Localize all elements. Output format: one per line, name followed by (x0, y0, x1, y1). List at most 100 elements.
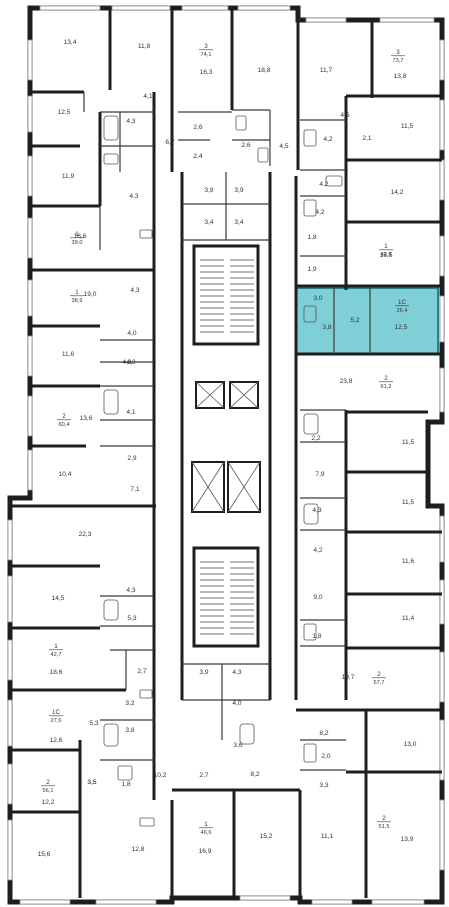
room-area-label: 3,8 (125, 727, 134, 734)
room-area-label: 5,3 (127, 615, 136, 622)
room-area-label: 12,5 (395, 324, 408, 331)
unit-badge[interactable]: 142,7 (49, 643, 63, 658)
room-area-label: 11,9 (62, 173, 75, 180)
room-area-label: 3,9 (204, 187, 213, 194)
room-area-label: 13,6 (80, 415, 93, 422)
room-area-label: 18,6 (50, 669, 63, 676)
unit-badge[interactable]: 251,5 (377, 815, 391, 830)
room-area-label: 4,3 (126, 118, 135, 125)
room-area-label: 13,0 (404, 741, 417, 748)
highlighted-apartment-1c[interactable] (295, 287, 439, 355)
room-area-label: 2,9 (127, 455, 136, 462)
partitions (83, 92, 371, 771)
room-area-label: 5,3 (89, 720, 98, 727)
unit-badge[interactable]: 373,7 (391, 49, 405, 64)
unit-area: 42,7 (51, 652, 62, 658)
room-area-label: 4,1 (126, 409, 135, 416)
room-area-label: 22,3 (79, 531, 92, 538)
room-area-label: 4,3 (130, 287, 139, 294)
unit-area: 46,6 (201, 830, 212, 836)
room-area-label: 2,4 (193, 153, 202, 160)
room-area-label: 4,2 (315, 209, 324, 216)
room-area-label: 3,9 (199, 669, 208, 676)
unit-badge[interactable]: 146,6 (199, 821, 213, 836)
room-area-label: 13,4 (64, 39, 77, 46)
unit-room-count: 1 (54, 643, 58, 650)
room-area-label: 8,2 (250, 771, 259, 778)
room-area-label: 4,3 (312, 507, 321, 514)
window-strips (7, 5, 445, 905)
room-area-label: 4,0 (127, 330, 136, 337)
unit-area: 74,1 (201, 52, 212, 58)
room-area-label: 6,7 (165, 139, 174, 146)
staircase-bottom (192, 546, 260, 648)
room-area-label: 12,6 (50, 737, 63, 744)
room-area-label: 4,2 (323, 136, 332, 143)
room-area-label: 4,2 (319, 181, 328, 188)
room-area-label: 2,7 (199, 772, 208, 779)
unit-badge[interactable]: 138,9 (70, 289, 84, 304)
room-area-label: 3,0 (313, 295, 322, 302)
room-area-label: 19,0 (84, 291, 97, 298)
room-area-label: 10,4 (59, 471, 72, 478)
room-area-label: 12,8 (132, 846, 145, 853)
room-area-label: 11,5 (402, 499, 415, 506)
unit-badge[interactable]: 1С 27,6 (49, 709, 63, 724)
room-area-label: 10,2 (154, 772, 167, 779)
stair-treads (200, 259, 254, 635)
unit-area: 51,5 (379, 824, 390, 830)
unit-badge[interactable]: 139,0 (70, 231, 84, 246)
room-area-label: 9,0 (313, 594, 322, 601)
unit-badge[interactable]: 260,4 (57, 413, 71, 428)
fixtures (103, 115, 343, 827)
unit-area: 57,7 (374, 680, 385, 686)
room-area-label: 1,8 (307, 234, 316, 241)
unit-room-count: 2 (46, 779, 50, 786)
room-area-label: 11,1 (321, 833, 334, 840)
room-area-label: 3,9 (234, 187, 243, 194)
unit-room-count: 1С (52, 709, 60, 716)
unit-area: 27,6 (51, 718, 62, 724)
unit-badge[interactable]: 1С 26,4 (395, 299, 409, 314)
unit-badge[interactable]: 142,9 (379, 243, 393, 258)
room-area-label: 1,8 (121, 781, 130, 788)
room-area-label: 4,2 (126, 359, 135, 366)
unit-badge[interactable]: 374,1 (199, 43, 213, 58)
unit-badge[interactable]: 256,1 (41, 779, 55, 794)
room-area-label: 2,0 (321, 753, 330, 760)
room-area-label: 3,4 (234, 219, 243, 226)
building-outline (7, 5, 445, 905)
room-area-label: 11,6 (62, 351, 75, 358)
room-area-label: 4,0 (232, 700, 241, 707)
room-area-label: 3,4 (204, 219, 213, 226)
room-area-label: 2,1 (362, 135, 371, 142)
room-area-label: 15,2 (260, 833, 273, 840)
unit-area: 42,9 (381, 252, 392, 258)
unit-room-count: 1С (398, 299, 406, 306)
room-area-label: 13,8 (394, 73, 407, 80)
room-area-label: 14,2 (391, 189, 404, 196)
room-area-label: 11,8 (138, 43, 151, 50)
unit-area: 26,4 (397, 308, 408, 314)
room-area-label: 4,5 (340, 112, 349, 119)
room-area-label: 7,1 (130, 486, 139, 493)
building-core (180, 172, 272, 740)
unit-room-count: 2 (62, 413, 66, 420)
room-area-label: 4,1 (143, 93, 152, 100)
room-area-label: 11,5 (401, 123, 414, 130)
unit-badge[interactable]: 261,2 (379, 375, 393, 390)
room-area-label: 4,5 (279, 143, 288, 150)
unit-room-count: 1 (75, 289, 79, 296)
room-area-label: 11,7 (320, 67, 333, 74)
room-area-label: 23,8 (340, 378, 353, 385)
room-area-label: 4,3 (126, 587, 135, 594)
room-area-label: 3,5 (87, 779, 96, 786)
room-area-label: 16,9 (199, 848, 212, 855)
unit-area: 60,4 (59, 422, 70, 428)
unit-room-count: 2 (384, 375, 388, 382)
unit-area: 39,0 (72, 240, 83, 246)
room-area-label: 1,8 (312, 633, 321, 640)
unit-badge[interactable]: 257,7 (372, 671, 386, 686)
